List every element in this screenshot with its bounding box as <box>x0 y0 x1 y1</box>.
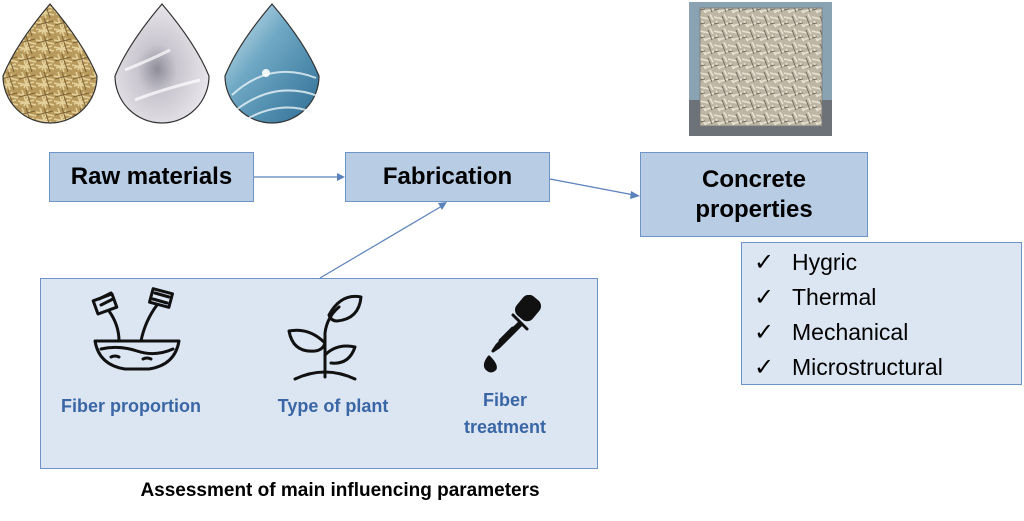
check-icon: ✓ <box>754 249 775 276</box>
arrow-parameters-to-fabrication <box>319 205 443 279</box>
property-label: Mechanical <box>792 319 909 345</box>
properties-checklist: ✓ Hygric ✓ Thermal ✓ Mechanical ✓ Micros… <box>741 242 1022 385</box>
concrete-properties-box: Concrete properties <box>640 152 868 237</box>
concrete-properties-label: Concrete properties <box>695 165 813 223</box>
fiber-proportion-icon <box>91 287 181 371</box>
lime-drop-image <box>114 3 210 124</box>
property-label: Thermal <box>792 284 877 310</box>
plant-icon <box>287 294 363 381</box>
dropper-icon <box>483 295 542 373</box>
fabrication-label: Fabrication <box>382 163 513 190</box>
property-label: Hygric <box>792 249 858 275</box>
fiber-proportion-label: Fiber proportion <box>61 396 201 416</box>
assessment-caption: Assessment of main influencing parameter… <box>140 480 540 501</box>
straw-drop-image <box>2 3 98 124</box>
fabrication-box: Fabrication <box>345 152 550 202</box>
check-icon: ✓ <box>754 284 775 311</box>
raw-materials-label: Raw materials <box>70 163 233 190</box>
property-item: ✓ Mechanical <box>754 315 1021 350</box>
property-item: ✓ Hygric <box>754 245 1021 280</box>
influencing-parameters-panel: Fiber proportion Type of plant Fiber tre… <box>40 278 598 469</box>
arrow-fabrication-to-concrete <box>549 178 635 196</box>
raw-materials-box: Raw materials <box>49 152 254 202</box>
property-item: ✓ Thermal <box>754 280 1021 315</box>
fiber-treatment-label: Fiber treatment <box>463 390 547 437</box>
water-drop-image <box>224 3 320 124</box>
type-of-plant-label: Type of plant <box>277 396 389 416</box>
connector-arrows <box>254 173 640 279</box>
property-label: Microstructural <box>792 354 943 380</box>
concrete-block-image <box>689 2 832 136</box>
check-icon: ✓ <box>754 319 775 346</box>
property-item: ✓ Microstructural <box>754 350 1021 385</box>
check-icon: ✓ <box>754 354 775 381</box>
